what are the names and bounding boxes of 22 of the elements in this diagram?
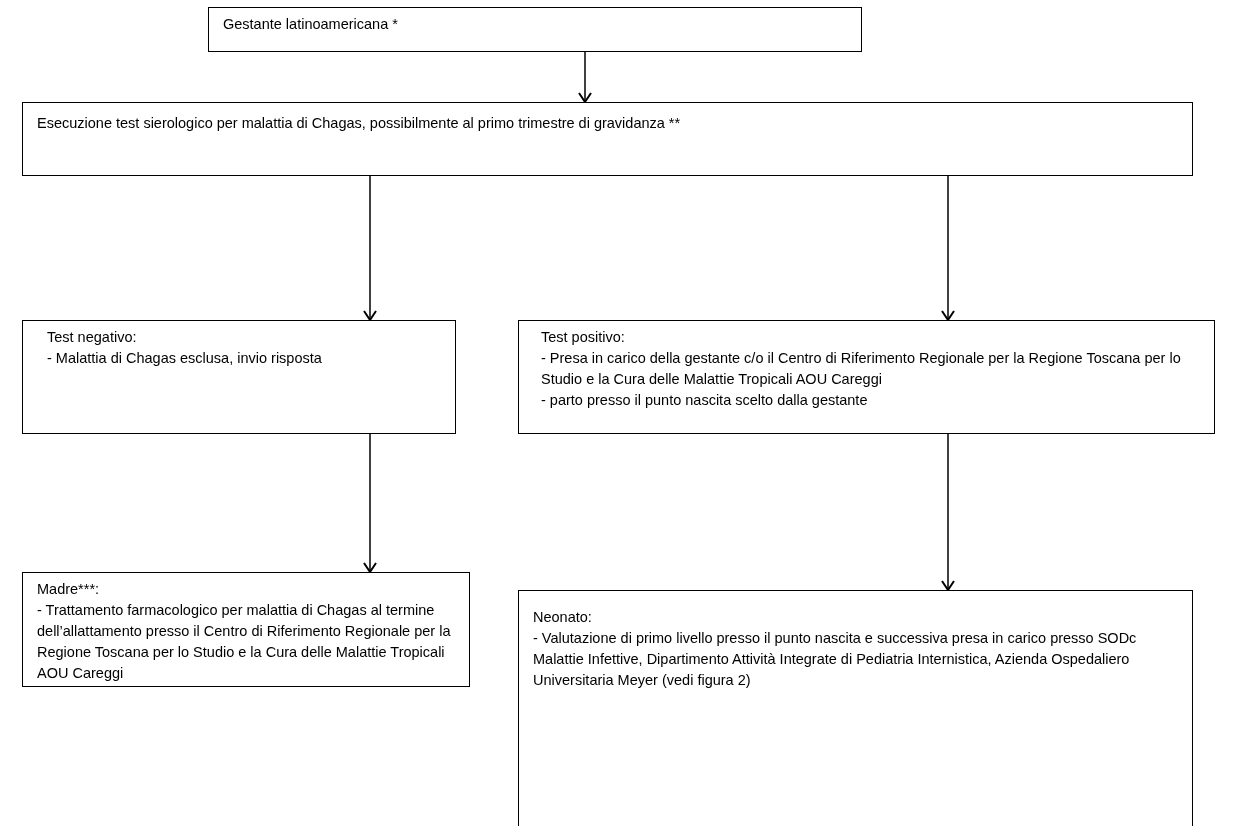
box-heading: Test negativo: [47,328,138,347]
arrow [363,433,377,573]
box-text: - Valutazione di primo livello presso il punto nascita e successiva presa in carico presso SODc Malattie Infettive, Dipartimento Attività Integrate di Pediatria Internistica, Azienda Ospedaliero Universitaria Meyer (vedi figura 2) [533,629,1138,691]
process-box [22,572,470,687]
process-box [518,320,1215,434]
process-box [22,102,1193,176]
arrow [941,433,955,591]
box-text: - parto presso il punto nascita scelto dalla gestante [541,391,869,411]
box-text: Esecuzione test sierologico per malattia di Chagas, possibilmente al primo trimestre di gravidanza ** [37,114,682,133]
arrow [578,51,592,103]
process-box [518,590,1193,826]
box-text: - Malattia di Chagas esclusa, invio risposta [47,349,323,368]
box-heading: Neonato: [533,608,593,627]
arrow [363,175,377,321]
box-heading: Madre***: [37,580,101,599]
arrow [941,175,955,321]
process-box [208,7,862,52]
box-heading: Test positivo: [541,328,626,347]
box-text: Gestante latinoamericana * [223,15,399,34]
box-text: - Presa in carico della gestante c/o il Centro di Riferimento Regionale per la Regione Toscana per lo Studio e la Cura delle Malattie Tropicali AOU Careggi [541,349,1182,390]
process-box [22,320,456,434]
box-text: - Trattamento farmacologico per malattia di Chagas al termine dell’allattamento presso il Centro di Riferimento Regionale per la Regione Toscana per lo Studio e la Cura delle Malattie Tropicali AOU Careggi [37,601,452,684]
